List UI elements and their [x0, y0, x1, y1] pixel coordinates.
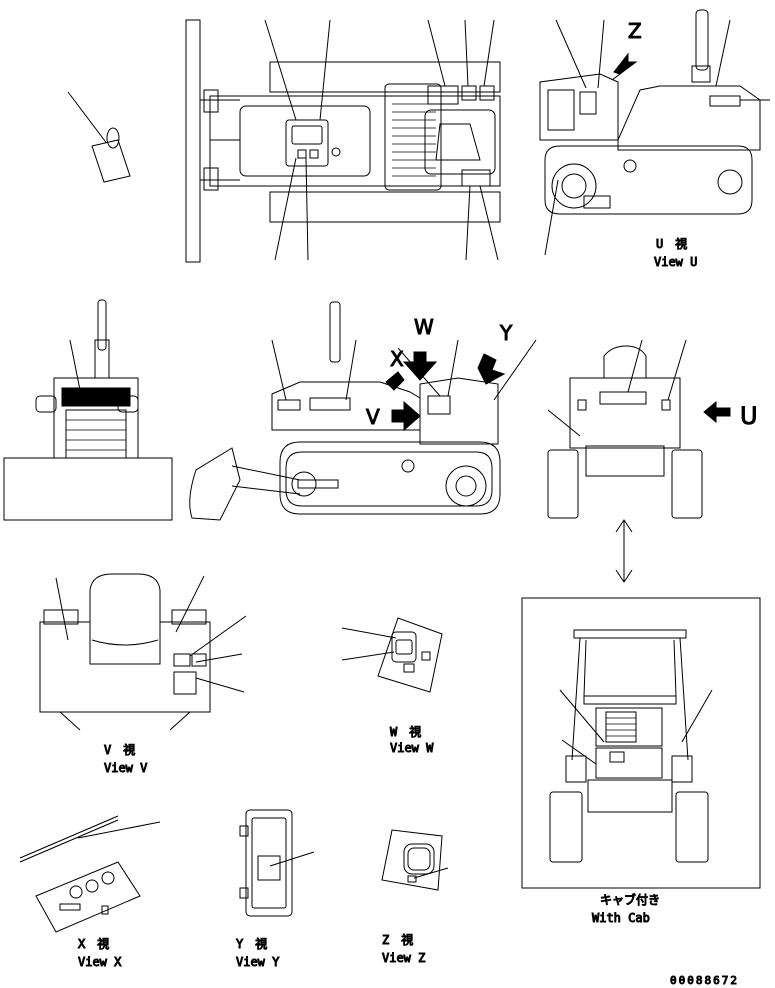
view-z-detail	[382, 830, 448, 890]
side-view-machine	[190, 302, 536, 520]
view-z-label-ja: Z 視	[382, 932, 413, 947]
view-y-label-ja: Y 視	[236, 936, 267, 951]
view-u-label-ja: U 視	[656, 236, 687, 251]
view-w-detail	[342, 618, 442, 692]
drawing-number: 00088672	[670, 974, 739, 987]
view-w-caption: View W	[390, 741, 434, 755]
with-cab-detail	[522, 598, 760, 888]
view-u-arrow-label-z: Z	[628, 19, 642, 43]
with-cab-caption: With Cab	[592, 911, 650, 925]
view-x-detail	[20, 816, 160, 932]
view-y-detail	[240, 810, 314, 916]
view-y-caption: View Y	[236, 955, 280, 969]
view-v-detail	[40, 574, 246, 730]
view-u-machine	[540, 10, 770, 255]
side-view-arrow-label-v: V	[366, 405, 380, 429]
rear-view-machine	[548, 340, 730, 582]
view-v-caption: View V	[104, 761, 147, 775]
view-x-label-ja: X 視	[78, 936, 109, 951]
with-cab-label-ja: キャブ付き	[600, 892, 660, 907]
view-x-caption: View X	[78, 955, 122, 969]
rear-view-arrow-label-u: U	[740, 402, 758, 430]
side-view-arrow-label-x: X	[390, 347, 404, 371]
top-view-machine	[186, 20, 500, 262]
top-view-grille	[392, 96, 436, 176]
view-v-label-ja: V 視	[104, 742, 135, 757]
view-w-label-ja: W 視	[390, 724, 421, 739]
front-view-machine	[4, 300, 172, 520]
view-z-caption: View Z	[382, 951, 425, 965]
side-view-arrow-label-y: Y	[499, 321, 513, 345]
decal-detail-topleft	[68, 92, 130, 182]
view-u-caption: View U	[654, 255, 697, 269]
side-view-arrow-label-w: W	[414, 315, 434, 339]
